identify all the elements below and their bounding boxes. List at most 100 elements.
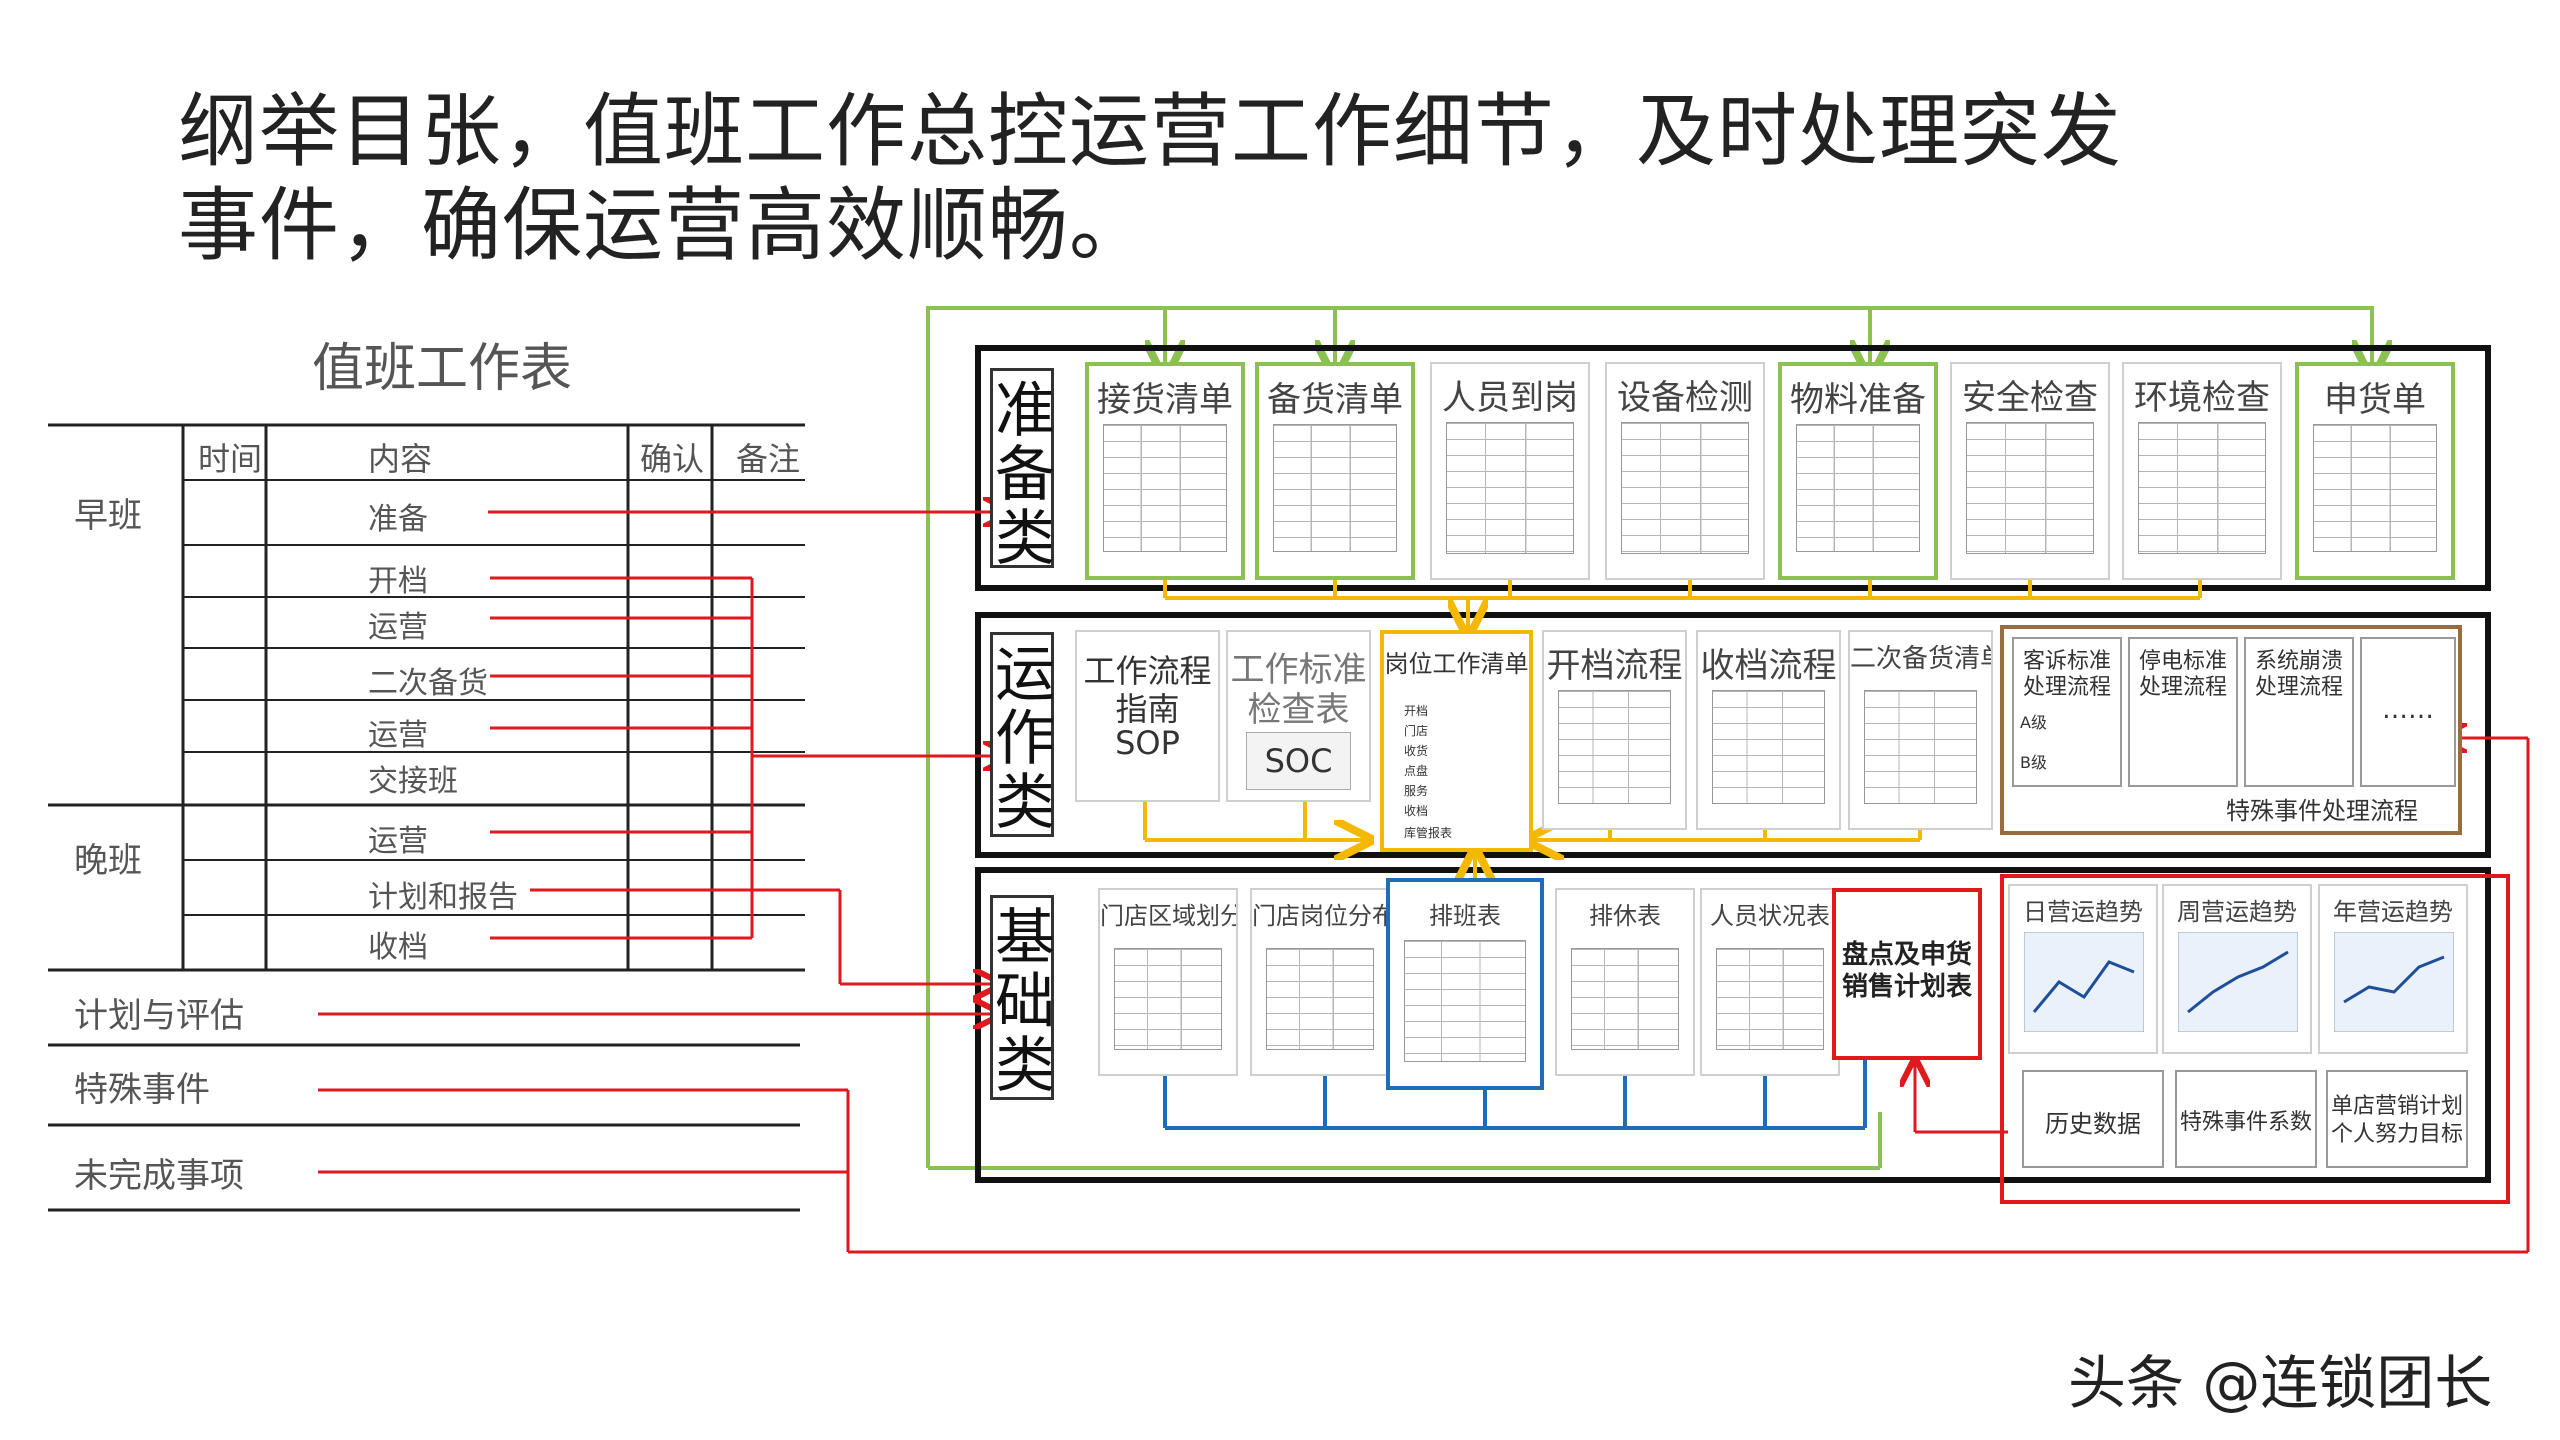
card-zone-division[interactable]: 门店区域划分 — [1098, 888, 1238, 1076]
card-schedule[interactable]: 排班表 — [1386, 878, 1544, 1090]
item-plan-report: 计划和报告 — [368, 880, 518, 915]
card-label: 人员到岗 — [1442, 378, 1578, 418]
item-prepare: 准备 — [368, 502, 428, 537]
item-operate-1: 运营 — [368, 610, 428, 645]
card-label: 工作流程 — [1083, 652, 1212, 690]
item-handover: 交接班 — [368, 764, 458, 799]
form-thumbnail — [1712, 690, 1825, 804]
card-workflow-sop[interactable]: 工作流程 指南 SOP — [1075, 630, 1220, 802]
table-title: 值班工作表 — [312, 339, 573, 399]
card-daily-trend[interactable]: 日营运趋势 — [2008, 884, 2158, 1054]
card-close-flow[interactable]: 收档流程 — [1696, 630, 1841, 830]
card-inventory-plan[interactable]: 盘点及申货 销售计划表 — [1832, 888, 1982, 1060]
category-base-label: 基础类 — [995, 903, 1055, 1101]
card-label: 门店区域划分 — [1100, 902, 1238, 930]
card-staff-arrival[interactable]: 人员到岗 — [1430, 362, 1590, 580]
card-label: 开档流程 — [1546, 646, 1683, 686]
card-label: 排班表 — [1429, 902, 1501, 930]
card-yearly-trend[interactable]: 年营运趋势 — [2318, 884, 2468, 1054]
form-thumbnail — [1404, 940, 1526, 1062]
form-thumbnail — [1103, 424, 1227, 552]
card-label-2: 处理流程 — [2022, 675, 2111, 700]
card-label: 人员状况表 — [1710, 902, 1830, 930]
form-thumbnail — [2138, 422, 2266, 554]
card-label: 系统崩溃 — [2254, 649, 2343, 674]
header-time: 时间 — [198, 440, 263, 478]
post-item: 收档 — [1404, 804, 1429, 818]
card-open-flow[interactable]: 开档流程 — [1542, 630, 1687, 830]
card-requisition[interactable]: 申货单 — [2295, 362, 2455, 580]
soc-thumbnail: SOC — [1246, 732, 1351, 790]
card-label: 周营运趋势 — [2177, 898, 2297, 926]
prep-container — [975, 345, 2491, 591]
card-post-checklist[interactable]: 岗位工作清单 开档 门店 收货 点盘 服务 收档 库管报表 — [1380, 630, 1533, 852]
card-label: 门店岗位分布 — [1252, 902, 1390, 930]
form-thumbnail — [1966, 422, 2094, 554]
extra-special-events: 特殊事件 — [74, 1070, 210, 1110]
card-label: 收档流程 — [1700, 646, 1837, 686]
ops-container — [975, 612, 2491, 858]
card-label: 工作标准 — [1230, 650, 1367, 690]
card-stock-list[interactable]: 备货清单 — [1255, 362, 1415, 580]
card-label: 停电标准 — [2138, 649, 2227, 674]
watermark: 头条 @连锁团长 — [2068, 1349, 2493, 1417]
card-label: 历史数据 — [2045, 1110, 2141, 1138]
post-item: 门店 — [1404, 724, 1429, 738]
card-label: 安全检查 — [1962, 378, 2098, 418]
card-label-2: 指南 — [1115, 690, 1180, 728]
card-label: 客诉标准 — [2022, 649, 2111, 674]
page-title-line2: 事件，确保运营高效顺畅。 — [178, 179, 1150, 272]
card-store-plan[interactable]: 单店营销计划 个人努力目标 — [2326, 1070, 2468, 1168]
card-power-outage-flow[interactable]: 停电标准 处理流程 — [2128, 637, 2238, 787]
card-label-2: 销售计划表 — [1841, 972, 1972, 1002]
category-prep-label: 准备类 — [995, 376, 1055, 574]
trend-frame — [2000, 874, 2510, 1204]
extra-plan-eval: 计划与评估 — [74, 996, 244, 1036]
special-events-footer: 特殊事件处理流程 — [2226, 797, 2418, 825]
header-confirm: 确认 — [640, 440, 705, 478]
card-label: 年营运趋势 — [2333, 898, 2453, 926]
card-environment-check[interactable]: 环境检查 — [2122, 362, 2282, 580]
card-standard-soc[interactable]: 工作标准 检查表 SOC — [1226, 630, 1371, 802]
card-label: 环境检查 — [2134, 378, 2270, 418]
shift-morning: 早班 — [74, 496, 142, 536]
card-safety-check[interactable]: 安全检查 — [1950, 362, 2110, 580]
card-history-data[interactable]: 历史数据 — [2022, 1070, 2164, 1168]
form-thumbnail — [1796, 424, 1920, 552]
category-base: 基础类 — [990, 895, 1055, 1100]
card-receiving-list[interactable]: 接货清单 — [1085, 362, 1245, 580]
category-prep: 准备类 — [990, 368, 1055, 571]
card-label-2: 处理流程 — [2138, 675, 2227, 700]
card-system-crash-flow[interactable]: 系统崩溃 处理流程 — [2244, 637, 2354, 787]
card-rest-schedule[interactable]: 排休表 — [1555, 888, 1695, 1076]
post-item: 库管报表 — [1404, 826, 1453, 840]
trend-chart-icon — [2334, 932, 2454, 1032]
card-label-2: 个人努力目标 — [2330, 1122, 2463, 1147]
card-complaint-flow[interactable]: 客诉标准 处理流程 A级 B级 — [2012, 637, 2122, 787]
post-item: 收货 — [1404, 744, 1429, 758]
card-staff-status[interactable]: 人员状况表 — [1700, 888, 1840, 1076]
card-label: 岗位工作清单 — [1384, 650, 1529, 678]
form-thumbnail — [1621, 422, 1749, 554]
card-weekly-trend[interactable]: 周营运趋势 — [2162, 884, 2312, 1054]
card-equipment-check[interactable]: 设备检测 — [1605, 362, 1765, 580]
card-label: 接货清单 — [1097, 380, 1233, 420]
card-label: 特殊事件系数 — [2179, 1110, 2312, 1135]
card-more[interactable]: …… — [2360, 637, 2456, 787]
header-notes: 备注 — [736, 440, 801, 478]
card-special-factor[interactable]: 特殊事件系数 — [2175, 1070, 2317, 1168]
item-operate-3: 运营 — [368, 824, 428, 859]
card-restock-list[interactable]: 二次备货清单 — [1848, 630, 1993, 830]
more-ellipsis: …… — [2382, 695, 2434, 725]
card-material-prep[interactable]: 物料准备 — [1778, 362, 1938, 580]
item-operate-2: 运营 — [368, 718, 428, 753]
card-label: 单店营销计划 — [2330, 1094, 2463, 1119]
card-label: 设备检测 — [1617, 378, 1753, 418]
form-thumbnail — [2313, 424, 2437, 552]
form-thumbnail — [1716, 948, 1824, 1050]
form-thumbnail — [1558, 690, 1671, 804]
category-ops: 运作类 — [990, 632, 1055, 837]
card-post-distribution[interactable]: 门店岗位分布 — [1250, 888, 1390, 1076]
